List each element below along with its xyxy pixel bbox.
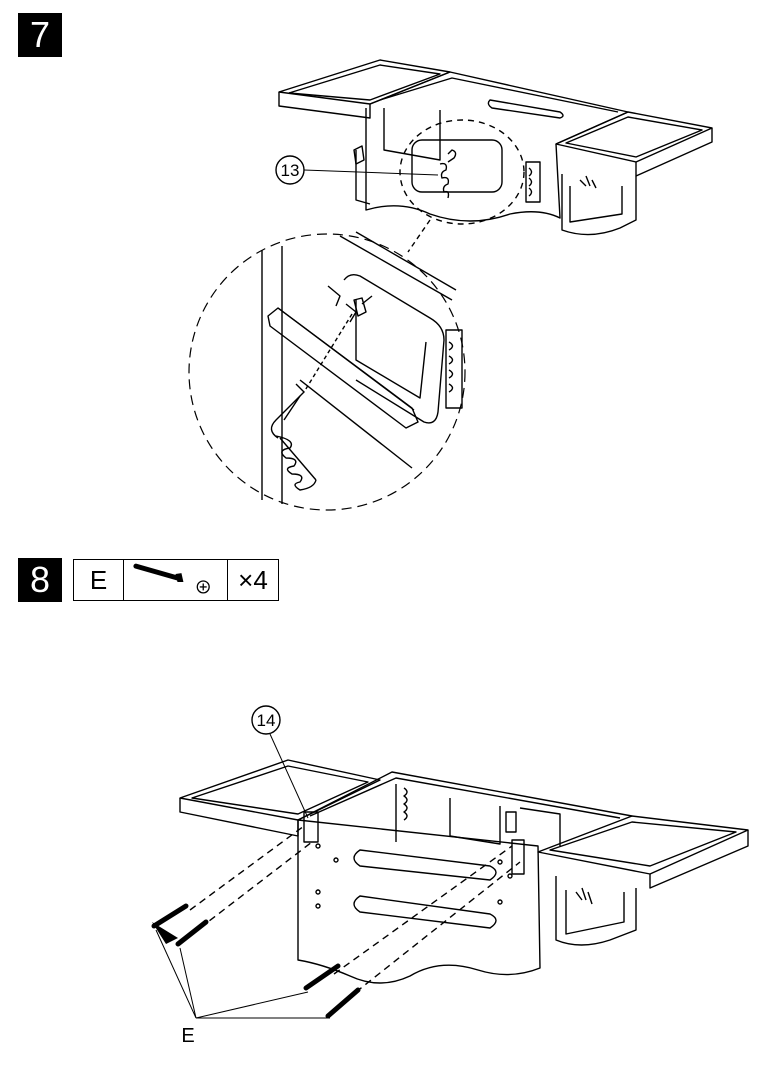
callout-13-text: 13 [281,161,300,180]
callout-14-text: 14 [257,711,276,730]
step7-grill-drawing [279,60,712,252]
step7-detail-view [189,232,465,510]
callout-13 [276,156,438,184]
part-e-label: E [181,1025,194,1047]
step8-grill-drawing [152,760,748,1018]
